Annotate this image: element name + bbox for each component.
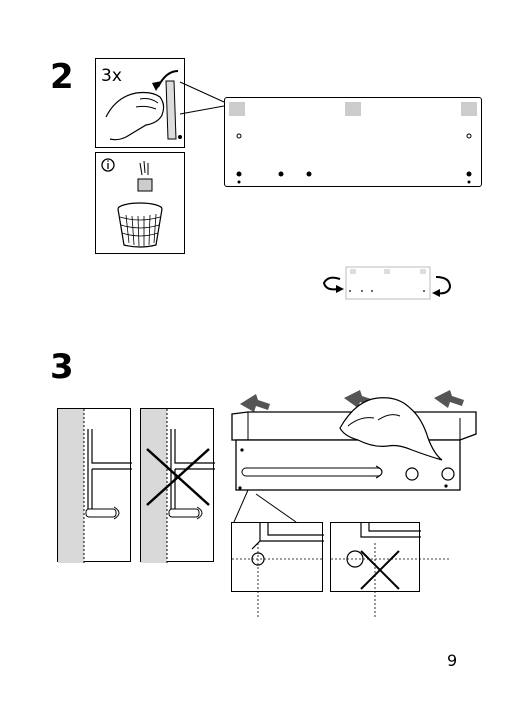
rotate-arrow-right-icon bbox=[432, 276, 452, 297]
wall-mount-correct-box bbox=[57, 408, 132, 563]
waste-basket-drawing bbox=[101, 158, 163, 248]
step-2-number: 2 bbox=[50, 57, 74, 97]
peel-tape-illustration-box: 3x bbox=[95, 58, 185, 148]
shelf-panel-back-view bbox=[224, 97, 482, 187]
page-number: 9 bbox=[447, 651, 458, 670]
lift-arrow-icon bbox=[240, 390, 464, 412]
peel-hand-drawing bbox=[105, 70, 182, 141]
cross-mark-icon bbox=[360, 550, 400, 590]
callout-lines bbox=[179, 81, 225, 115]
dispose-tape-illustration-box bbox=[95, 152, 185, 254]
hook-detail-incorrect-box bbox=[330, 522, 449, 617]
quantity-label: 3x bbox=[101, 66, 122, 86]
cross-mark-icon bbox=[146, 448, 210, 506]
wall-mount-incorrect-box bbox=[140, 408, 215, 563]
hook-detail-correct-drawing bbox=[232, 523, 324, 617]
wall-mount-correct-drawing bbox=[58, 409, 132, 563]
hang-shelf-drawing bbox=[231, 390, 477, 523]
rotate-arrow-left-icon bbox=[322, 276, 344, 293]
flip-panel-diagram bbox=[322, 266, 452, 300]
wall-mount-incorrect-drawing bbox=[141, 409, 215, 563]
hook-detail-incorrect-drawing bbox=[331, 523, 449, 617]
hook-detail-correct-box bbox=[231, 522, 324, 617]
step-3-number: 3 bbox=[50, 347, 74, 387]
info-icon bbox=[101, 158, 115, 172]
panel-details bbox=[229, 102, 477, 184]
